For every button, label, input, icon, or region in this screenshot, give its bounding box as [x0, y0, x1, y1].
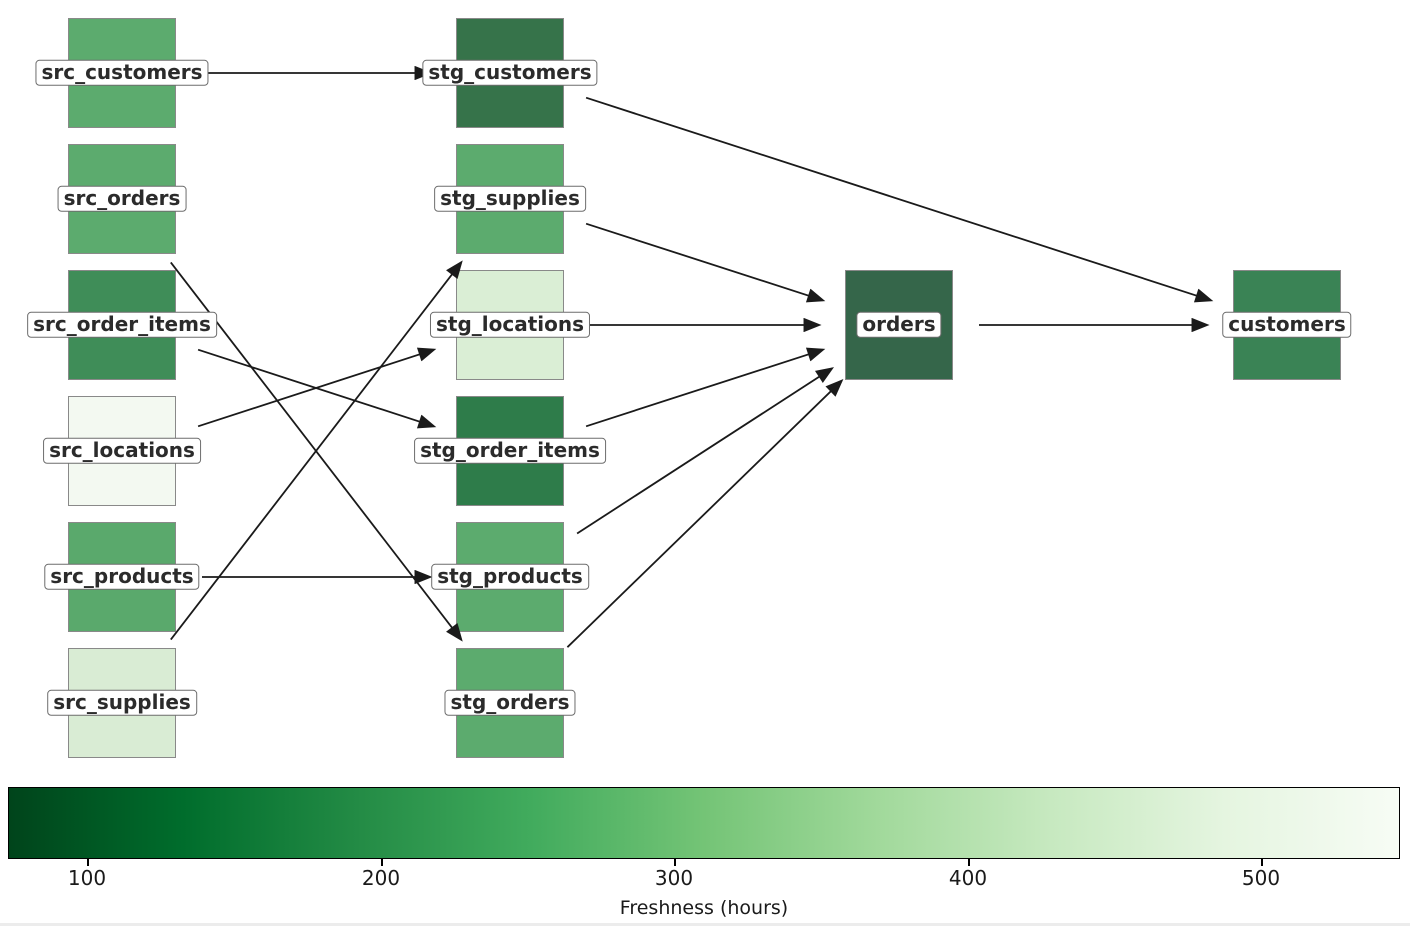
edge-stg_orders-to-orders	[566, 379, 844, 648]
node-label-stg_supplies: stg_supplies	[434, 185, 586, 213]
node-label-src_order_items: src_order_items	[27, 311, 217, 339]
node-label-stg_orders: stg_orders	[444, 689, 576, 717]
edge-src_supplies-to-stg_supplies	[170, 260, 463, 641]
node-label-orders: orders	[856, 311, 942, 339]
colorbar-tick-label-400: 400	[948, 866, 988, 890]
colorbar-tick-label-300: 300	[654, 866, 694, 890]
node-label-customers: customers	[1222, 311, 1352, 339]
node-label-stg_customers: stg_customers	[422, 59, 598, 87]
edge-stg_products-to-orders	[576, 367, 835, 535]
node-label-src_products: src_products	[44, 563, 200, 591]
edge-stg_order_items-to-orders	[585, 347, 826, 428]
node-label-stg_products: stg_products	[431, 563, 589, 591]
window-bottom-edge	[0, 923, 1410, 926]
node-label-stg_order_items: stg_order_items	[414, 437, 606, 465]
node-label-src_customers: src_customers	[35, 59, 209, 87]
node-label-stg_locations: stg_locations	[429, 311, 591, 339]
node-label-src_locations: src_locations	[43, 437, 201, 465]
colorbar-tick-300	[674, 858, 676, 866]
colorbar-tick-label-500: 500	[1241, 866, 1281, 890]
colorbar-tick-label-100: 100	[67, 866, 107, 890]
edge-stg_supplies-to-orders	[585, 222, 826, 303]
edge-src_locations-to-stg_locations	[197, 347, 437, 428]
colorbar-axis-label: Freshness (hours)	[619, 897, 789, 919]
node-label-src_orders: src_orders	[57, 185, 187, 213]
colorbar-tick-500	[1261, 858, 1263, 866]
node-label-src_supplies: src_supplies	[47, 689, 197, 717]
colorbar-tick-200	[381, 858, 383, 866]
colorbar-tick-400	[968, 858, 970, 866]
edge-stg_customers-to-customers	[585, 96, 1214, 303]
colorbar-tick-label-200: 200	[361, 866, 401, 890]
colorbar-tick-100	[87, 858, 89, 866]
freshness-colorbar	[8, 787, 1400, 859]
